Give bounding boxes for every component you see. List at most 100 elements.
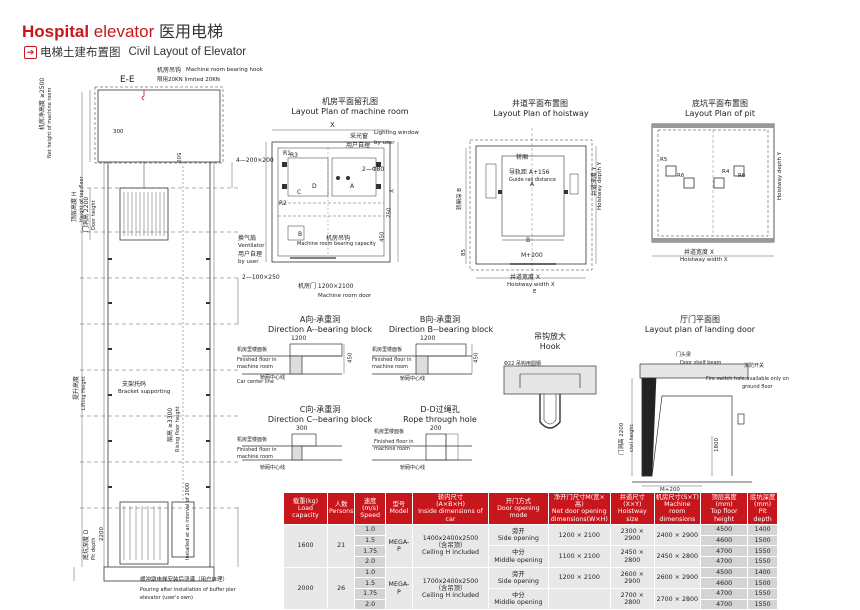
table-cell <box>547 588 611 610</box>
bracket-label: 支架托码 <box>122 381 147 388</box>
cell-line: Ceiling H included <box>421 549 480 557</box>
section-ee-drawing <box>73 86 240 582</box>
mr-window-cn: 采光窗 <box>350 133 369 140</box>
hw-dim85: 85 <box>461 249 467 256</box>
hw-guide-en: Guide rail distance <box>509 177 556 183</box>
table-cell: 2400 × 2900 <box>653 523 701 547</box>
page-title: Hospital elevator 医用电梯 <box>22 18 223 42</box>
hw-guide: 导轨距 A+156 <box>509 169 550 176</box>
b-floor-cn: 机房里楼面板 <box>372 347 403 353</box>
mr-r1: R1 <box>283 150 291 157</box>
lifting-label: 提升高度 <box>73 375 80 400</box>
pit-title-cn: 底坑平面布置图 <box>692 99 748 108</box>
table-cell: 4700 <box>699 598 749 610</box>
table-cell: 2.0 <box>354 598 386 610</box>
machine-room-title-en: Layout Plan of machine room <box>291 107 409 116</box>
page-subtitle: ➔ 电梯土建布置图 Civil Layout of Elevator <box>24 44 246 60</box>
table-cell: 2700 × 2800 <box>609 588 655 610</box>
bearing-d-cn: D-D过绳孔 <box>420 405 460 414</box>
header-line: (mm) <box>754 501 772 509</box>
landing-title-en: Layout plan of landing door <box>644 325 756 334</box>
pouring-cn: 缓冲墩电梯安装后浇灌（用户自理） <box>140 577 229 583</box>
landing-beam-cn: 门头梁 <box>676 352 692 358</box>
table-cell: 1600 <box>283 523 328 568</box>
cell-line: （含吊顶） <box>434 584 467 592</box>
header-line: Model <box>389 508 409 516</box>
header-line: 速度(m/s) <box>361 497 379 512</box>
mr-x: X <box>330 121 335 129</box>
hook-label-cn: 机房吊钩 <box>157 67 182 74</box>
door-height-label: 门洞高 2200 <box>83 196 90 232</box>
table-cell: 21 <box>326 523 356 568</box>
dim-500: 500 <box>175 152 181 164</box>
b-dim450: 450 <box>473 352 480 364</box>
table-cell: 1550 <box>747 545 778 557</box>
table-cell: 1400 <box>747 566 778 579</box>
section-ee-title: E-E <box>120 75 135 85</box>
hook-title-en: Hook <box>539 342 561 351</box>
table-cell: 1100 × 2100 <box>547 545 611 568</box>
mr-hole80: 2—Φ80 <box>362 166 385 173</box>
table-cell: 26 <box>326 566 356 610</box>
table-cell: 2300 × 2900 <box>609 523 655 547</box>
table-cell: 1550 <box>747 598 778 610</box>
mr-d: D <box>312 183 317 190</box>
pit-r6b: R6 <box>738 173 746 179</box>
title-light: elevator <box>89 22 155 41</box>
bearing-d-en: Rope through hole <box>403 415 477 424</box>
d-floor-en2: machine room <box>374 446 411 452</box>
pouring-en2: elevator (user's own) <box>140 595 193 601</box>
bracket-label-en: Bracket supporting <box>118 389 171 395</box>
cell-line: 1700x2400x2500 <box>422 577 479 585</box>
mr-user-en: by user <box>374 140 395 146</box>
cell-line: Side opening <box>497 577 539 585</box>
d-floor-en1: Finished floor in <box>374 439 414 445</box>
a-floor-en2: machine room <box>237 364 274 370</box>
landing-title-cn: 厅门平面图 <box>680 315 720 324</box>
b-floor-en2: machine room <box>372 364 409 370</box>
hw-car: 轿厢 <box>516 154 529 161</box>
arrow-right-icon: ➔ <box>24 45 37 59</box>
mr-user2-en: by user <box>238 259 259 265</box>
cell-line: 旁开 <box>512 570 525 578</box>
table-cell: 2600 × 2900 <box>609 566 655 590</box>
pit-width-en: Hoistway width X <box>680 257 728 263</box>
c-floor-en2: machine room <box>237 454 274 460</box>
table-cell: 1550 <box>747 588 778 600</box>
mr-dim750: 750 <box>386 207 393 219</box>
table-cell: 4600 <box>699 534 749 547</box>
table-cell: 4700 <box>699 545 749 557</box>
hw-depth: Hoistway depth Y <box>597 161 603 210</box>
header-line: dimensions(W×H) <box>550 515 608 523</box>
header-line: 净开门尺寸M(宽×高) <box>553 494 605 509</box>
machine-room-outline <box>97 89 221 163</box>
mr-holes2: 2—100×250 <box>242 274 280 281</box>
c-floor-cn: 机房里楼面板 <box>237 437 268 443</box>
header-line: 机房尺寸(S×T) <box>655 494 699 501</box>
header-line: (mm) <box>715 501 733 509</box>
b-dim1200: 1200 <box>420 335 436 342</box>
landing-m200: M+200 <box>660 487 680 493</box>
c-center-cn: 轿厢中心线 <box>260 465 286 471</box>
pit-label: 底坑深度 D <box>83 529 90 560</box>
table-cell: 2000 <box>283 566 328 610</box>
cell-line: （含吊顶） <box>434 542 467 550</box>
d-center-cn: 轿厢中心线 <box>400 465 426 471</box>
header-line: Inside dimensions of car <box>418 508 483 523</box>
hook-label-en: Machine room bearing hook <box>186 67 263 73</box>
header-line: 底坑深度 <box>750 494 776 501</box>
d-floor-cn: 机房里楼面板 <box>374 429 405 435</box>
hw-b: B <box>526 237 531 244</box>
pit-label-en: Pit depth <box>91 537 97 560</box>
landing-1800: 1800 <box>714 438 720 452</box>
clearance-label-en: Net height of machine room <box>47 87 53 158</box>
